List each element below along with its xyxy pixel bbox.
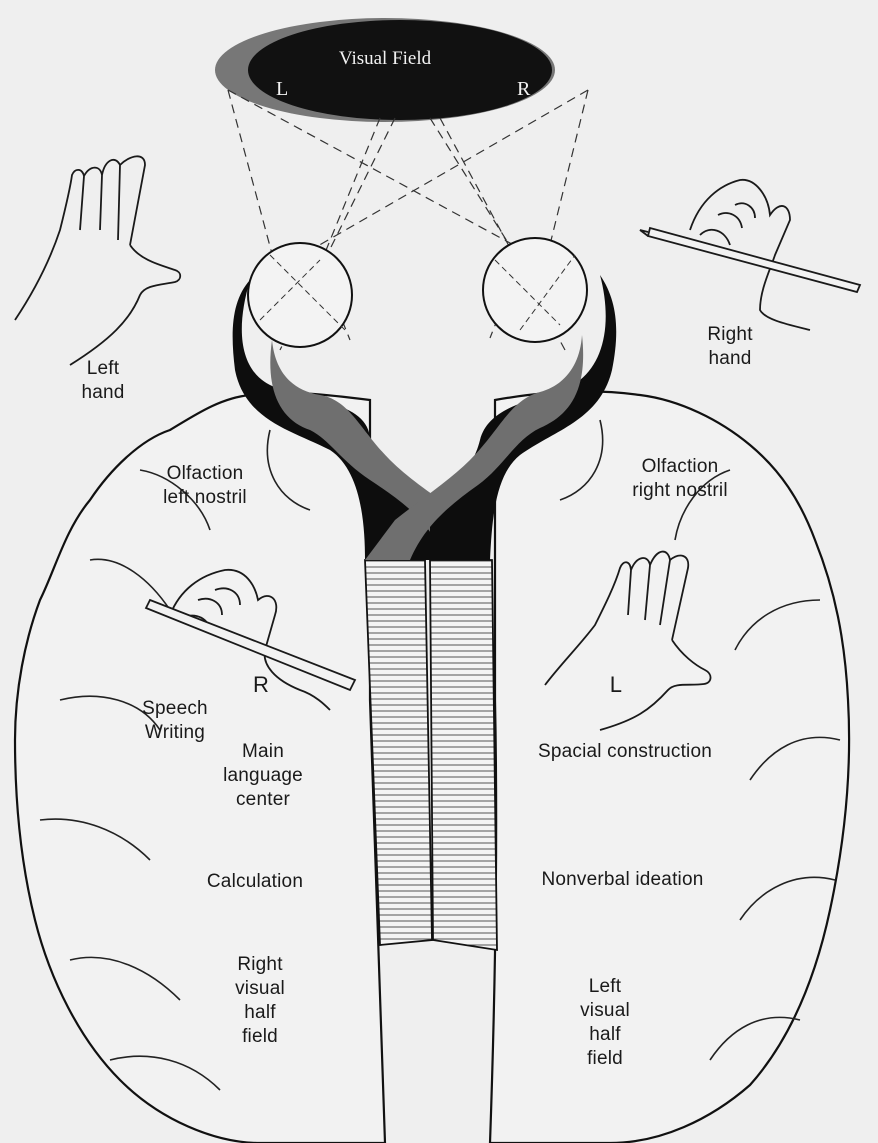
olfaction-right-line-1: Olfaction bbox=[610, 455, 750, 479]
olfaction-right-line-2: right nostril bbox=[610, 479, 750, 503]
right-hand-label: Right hand bbox=[680, 323, 780, 371]
right-hand-label-line-2: hand bbox=[680, 347, 780, 371]
left-eye bbox=[248, 243, 352, 347]
calculation-label: Calculation bbox=[190, 870, 320, 894]
right-hemisphere bbox=[490, 391, 849, 1143]
olfaction-left-label: Olfaction left nostril bbox=[130, 462, 280, 510]
left-hand-label: Left hand bbox=[58, 357, 148, 405]
inner-right-hand-mark: R bbox=[249, 673, 273, 697]
language-center-label: Main language center bbox=[208, 740, 318, 812]
left-visual-line-3: half bbox=[560, 1023, 650, 1047]
spatial-construction-label: Spacial construction bbox=[510, 740, 740, 764]
left-visual-line-2: visual bbox=[560, 999, 650, 1023]
left-hand-icon bbox=[15, 156, 180, 365]
right-visual-line-1: Right bbox=[215, 953, 305, 977]
olfaction-right-label: Olfaction right nostril bbox=[610, 455, 750, 503]
inner-left-hand-mark: L bbox=[604, 673, 628, 697]
left-visual-line-1: Left bbox=[560, 975, 650, 999]
right-visual-line-4: field bbox=[215, 1025, 305, 1049]
right-visual-line-3: half bbox=[215, 1001, 305, 1025]
corpus-callosum bbox=[365, 560, 497, 950]
left-visual-line-4: field bbox=[560, 1047, 650, 1071]
right-eye bbox=[483, 238, 587, 342]
right-hand-pencil-icon bbox=[640, 180, 860, 330]
olfaction-left-line-1: Olfaction bbox=[130, 462, 280, 486]
visual-field-left-mark: L bbox=[276, 78, 288, 101]
right-visual-half-field-label: Right visual half field bbox=[215, 953, 305, 1049]
nonverbal-ideation-label: Nonverbal ideation bbox=[515, 868, 730, 892]
olfaction-left-line-2: left nostril bbox=[130, 486, 280, 510]
writing-label: Writing bbox=[130, 721, 220, 745]
left-hand-label-line-2: hand bbox=[58, 381, 148, 405]
visual-field-ellipse bbox=[215, 18, 555, 122]
language-line-3: center bbox=[208, 788, 318, 812]
visual-field-title: Visual Field bbox=[330, 48, 440, 70]
right-visual-line-2: visual bbox=[215, 977, 305, 1001]
left-visual-half-field-label: Left visual half field bbox=[560, 975, 650, 1071]
visual-field-right-mark: R bbox=[517, 78, 530, 101]
speech-writing-label: Speech Writing bbox=[130, 697, 220, 745]
language-line-1: Main bbox=[208, 740, 318, 764]
right-hand-label-line-1: Right bbox=[680, 323, 780, 347]
language-line-2: language bbox=[208, 764, 318, 788]
left-hand-label-line-1: Left bbox=[58, 357, 148, 381]
speech-label: Speech bbox=[130, 697, 220, 721]
